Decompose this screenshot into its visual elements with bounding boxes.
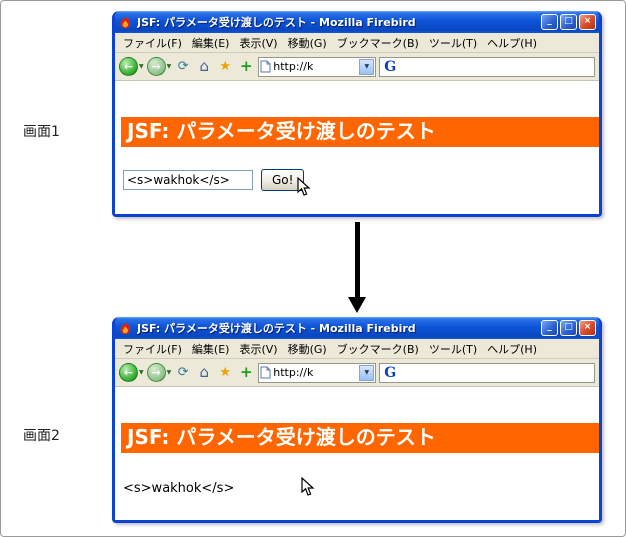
firebird-icon <box>120 321 131 334</box>
menu-tools[interactable]: ツール(T) <box>428 342 478 356</box>
titlebar[interactable]: JSF: パラメータ受け渡しのテスト - Mozilla Firebird _ … <box>115 317 599 339</box>
menubar: ファイル(F) 編集(E) 表示(V) 移動(G) ブックマーク(B) ツール(… <box>115 339 599 359</box>
menu-bookmarks[interactable]: ブックマーク(B) <box>336 342 419 356</box>
mouse-cursor-icon <box>297 177 311 196</box>
menu-help[interactable]: ヘルプ(H) <box>487 342 537 356</box>
menu-bookmarks[interactable]: ブックマーク(B) <box>336 36 419 50</box>
google-logo-icon: G <box>384 364 397 381</box>
maximize-button[interactable]: □ <box>560 14 577 30</box>
close-button[interactable]: × <box>579 14 596 30</box>
menu-file[interactable]: ファイル(F) <box>123 342 182 356</box>
add-icon[interactable]: + <box>239 363 253 381</box>
google-logo-icon: G <box>384 58 397 75</box>
menu-go[interactable]: 移動(G) <box>287 36 327 50</box>
menu-edit[interactable]: 編集(E) <box>191 342 230 356</box>
param-form: Go! <box>123 169 599 191</box>
toolbar: ← ▼ → ▼ ⟳ ⌂ ★ + http://k ▼ G <box>115 359 599 387</box>
menu-view[interactable]: 表示(V) <box>239 36 278 50</box>
back-button[interactable]: ← ▼ <box>119 57 144 76</box>
menu-tools[interactable]: ツール(T) <box>428 36 478 50</box>
page-icon <box>260 60 271 73</box>
forward-button[interactable]: → ▼ <box>146 363 172 382</box>
url-dropdown-icon[interactable]: ▼ <box>359 364 375 381</box>
mouse-cursor-icon <box>301 477 315 496</box>
go-button[interactable]: Go! <box>261 169 305 191</box>
url-input[interactable]: http://k <box>273 60 314 73</box>
page-banner: JSF: パラメータ受け渡しのテスト <box>121 423 599 453</box>
forward-button[interactable]: → ▼ <box>146 57 172 76</box>
reload-icon[interactable]: ⟳ <box>177 59 189 74</box>
window-title: JSF: パラメータ受け渡しのテスト - Mozilla Firebird <box>137 16 416 29</box>
browser-window-2: JSF: パラメータ受け渡しのテスト - Mozilla Firebird _ … <box>112 317 602 523</box>
bookmarks-star-icon[interactable]: ★ <box>219 59 232 74</box>
bookmarks-star-icon[interactable]: ★ <box>219 365 232 380</box>
minimize-button[interactable]: _ <box>541 320 558 336</box>
flow-arrow-line <box>355 222 360 298</box>
back-arrow-icon: ← <box>119 363 138 382</box>
menu-edit[interactable]: 編集(E) <box>191 36 230 50</box>
browser-window-1: JSF: パラメータ受け渡しのテスト - Mozilla Firebird _ … <box>112 11 602 217</box>
forward-arrow-icon: → <box>146 57 166 76</box>
menu-go[interactable]: 移動(G) <box>287 342 327 356</box>
home-icon[interactable]: ⌂ <box>199 57 210 75</box>
forward-arrow-icon: → <box>146 363 166 382</box>
google-search-input[interactable]: G <box>379 362 595 383</box>
url-bar[interactable]: http://k ▼ <box>258 362 377 383</box>
page-icon <box>260 366 271 379</box>
page-banner: JSF: パラメータ受け渡しのテスト <box>121 117 599 147</box>
output-text: <s>wakhok</s> <box>123 481 235 496</box>
url-bar[interactable]: http://k ▼ <box>258 56 377 77</box>
forward-dropdown-icon[interactable]: ▼ <box>166 63 172 70</box>
window-title: JSF: パラメータ受け渡しのテスト - Mozilla Firebird <box>137 322 416 335</box>
url-dropdown-icon[interactable]: ▼ <box>359 58 375 75</box>
titlebar[interactable]: JSF: パラメータ受け渡しのテスト - Mozilla Firebird _ … <box>115 11 599 33</box>
menu-file[interactable]: ファイル(F) <box>123 36 182 50</box>
screen2-label: 画面2 <box>23 428 60 444</box>
minimize-button[interactable]: _ <box>541 14 558 30</box>
back-dropdown-icon[interactable]: ▼ <box>139 369 144 376</box>
back-dropdown-icon[interactable]: ▼ <box>139 63 144 70</box>
back-arrow-icon: ← <box>119 57 138 76</box>
maximize-button[interactable]: □ <box>560 320 577 336</box>
google-search-input[interactable]: G <box>379 56 595 77</box>
home-icon[interactable]: ⌂ <box>199 363 210 381</box>
add-icon[interactable]: + <box>239 57 253 75</box>
back-button[interactable]: ← ▼ <box>119 363 144 382</box>
page-content-2: JSF: パラメータ受け渡しのテスト <s>wakhok</s> <box>115 387 599 520</box>
param-input[interactable] <box>123 170 253 190</box>
reload-icon[interactable]: ⟳ <box>177 365 189 380</box>
firebird-icon <box>120 15 131 28</box>
forward-dropdown-icon[interactable]: ▼ <box>166 369 172 376</box>
close-button[interactable]: × <box>579 320 596 336</box>
flow-arrow-head-icon <box>348 297 366 313</box>
menu-view[interactable]: 表示(V) <box>239 342 278 356</box>
toolbar: ← ▼ → ▼ ⟳ ⌂ ★ + http://k ▼ G <box>115 53 599 81</box>
screen1-label: 画面1 <box>23 124 60 140</box>
menubar: ファイル(F) 編集(E) 表示(V) 移動(G) ブックマーク(B) ツール(… <box>115 33 599 53</box>
page-content-1: JSF: パラメータ受け渡しのテスト Go! <box>115 81 599 214</box>
menu-help[interactable]: ヘルプ(H) <box>487 36 537 50</box>
url-input[interactable]: http://k <box>273 366 314 379</box>
